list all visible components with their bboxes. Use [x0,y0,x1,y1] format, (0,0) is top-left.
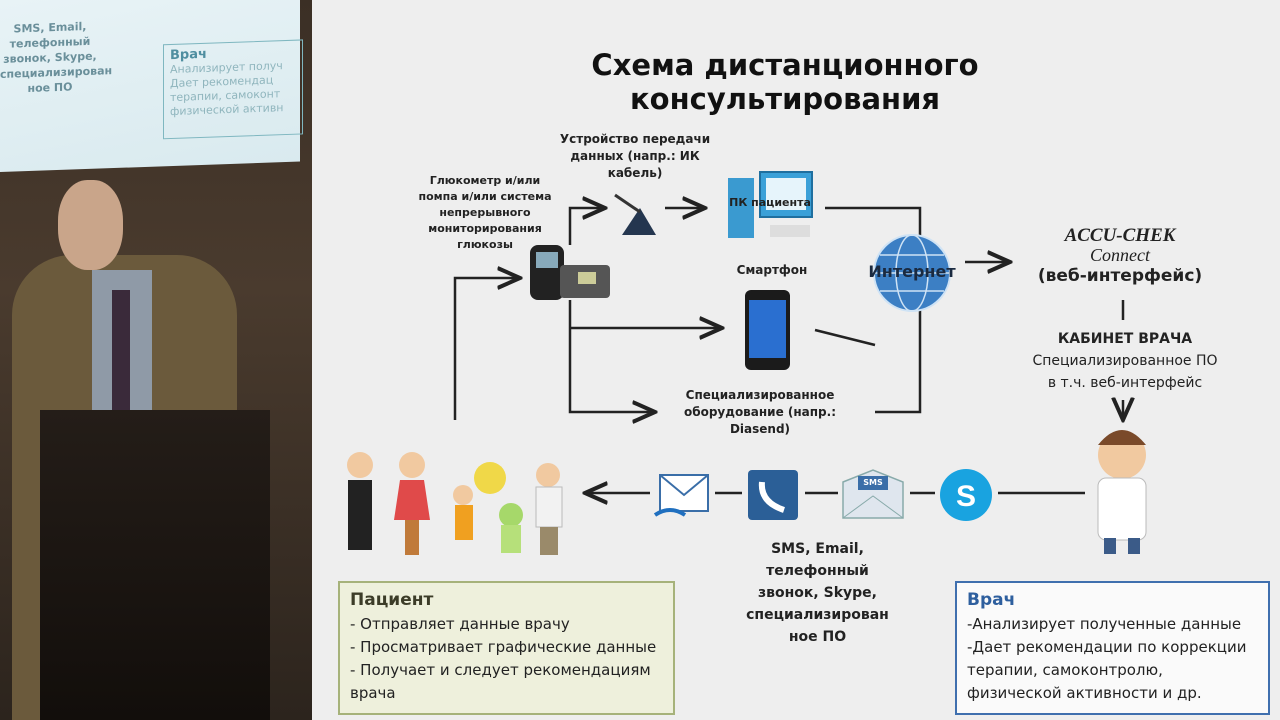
text-line: Глюкометр и/или [429,174,541,187]
text-line: специализирован [746,607,889,623]
text-line: данных (напр.: ИК [570,149,700,163]
telephone-icon [748,470,798,520]
ir-cable-icon [614,193,656,235]
doctor-box-title: Врач [967,590,1016,610]
internet-globe-icon [873,234,951,312]
channels-label: SMS, Email, телефонный звонок, Skype, сп… [735,538,900,648]
internet-label: Интернет [868,262,956,281]
cabinet-line: Специализированное ПО [1032,353,1218,369]
doctor-box: Врач -Анализирует полученные данные -Дае… [955,581,1270,715]
sms-icon-text: SMS [863,478,883,487]
logo-brand: ACCU-CHEK [1064,225,1176,246]
patient-box: Пациент - Отправляет данные врачу - Прос… [338,581,675,715]
speaker-head [58,180,123,270]
patient-box-title: Пациент [350,590,434,610]
doctor-cabinet: КАБИНЕТ ВРАЧА Специализированное ПО в т.… [1015,328,1235,394]
text-line: кабель) [607,166,663,180]
pc-icon [728,171,813,238]
text-line: ное ПО [788,629,847,645]
list-item: - Получает и следует рекомендациям [350,661,651,679]
text-line: звонок, Skype, [758,585,877,601]
line-special-internet [875,305,922,414]
text-line: телефонный [766,563,869,579]
special-equipment-label: Специализированное оборудование (напр.: … [680,387,840,438]
glucometer-label: Глюкометр и/или помпа и/или система непр… [415,173,555,253]
text-line: Устройство передачи [559,132,711,146]
transfer-device-label: Устройство передачи данных (напр.: ИК ка… [555,131,715,182]
arrow-to-glucometer [453,278,520,420]
text-line: непрерывного [439,206,531,219]
pc-label: ПК пациента [729,196,811,209]
text-line: глюкозы [457,238,513,251]
logo-caption: (веб-интерфейс) [1037,266,1203,286]
list-item: - Отправляет данные врачу [350,615,570,633]
logo-sub: Connect [1090,245,1150,265]
text-line: мониторирования [428,222,542,235]
skype-icon: S [940,469,992,521]
cabinet-title: КАБИНЕТ ВРАЧА [1057,331,1193,347]
svg-text:S: S [956,480,976,513]
list-item: врача [350,684,396,702]
accu-chek-logo: ACCU-CHEK Connect (веб-интерфейс) [1020,226,1220,288]
doctor-illustration [1097,430,1147,554]
arrow-to-cable [568,208,605,245]
smartphone-label: Смартфон [736,263,808,277]
arrow-to-special [568,300,655,412]
cabinet-line: в т.ч. веб-интерфейс [1047,375,1203,391]
patients-illustration [347,452,563,555]
line-pc-internet [825,206,922,245]
text-line: оборудование (напр.: [683,405,837,419]
email-icon [653,474,709,517]
list-item: -Анализирует полученные данные [967,615,1242,633]
speaker-tie [112,290,130,430]
text-line: SMS, Email, [771,541,864,557]
speaker-photo: SMS, Email, телефонный звонок, Skype, сп… [0,0,312,720]
text-line: Diasend) [729,422,791,436]
text-line: Специализированное [685,388,835,402]
line-phone-internet [814,328,876,347]
list-item: терапии, самоконтролю, [967,661,1163,679]
list-item: -Дает рекомендации по коррекции [967,638,1247,656]
slide-title: Схема дистанционного консультирования [591,48,979,116]
podium [40,410,270,720]
list-item: физической активности и др. [967,684,1202,702]
list-item: - Просматривает графические данные [350,638,657,656]
glucometer-device-icon [530,245,610,300]
smartphone-icon [745,290,790,370]
text-line: помпа и/или система [418,190,552,203]
sms-envelope-icon [842,469,904,519]
